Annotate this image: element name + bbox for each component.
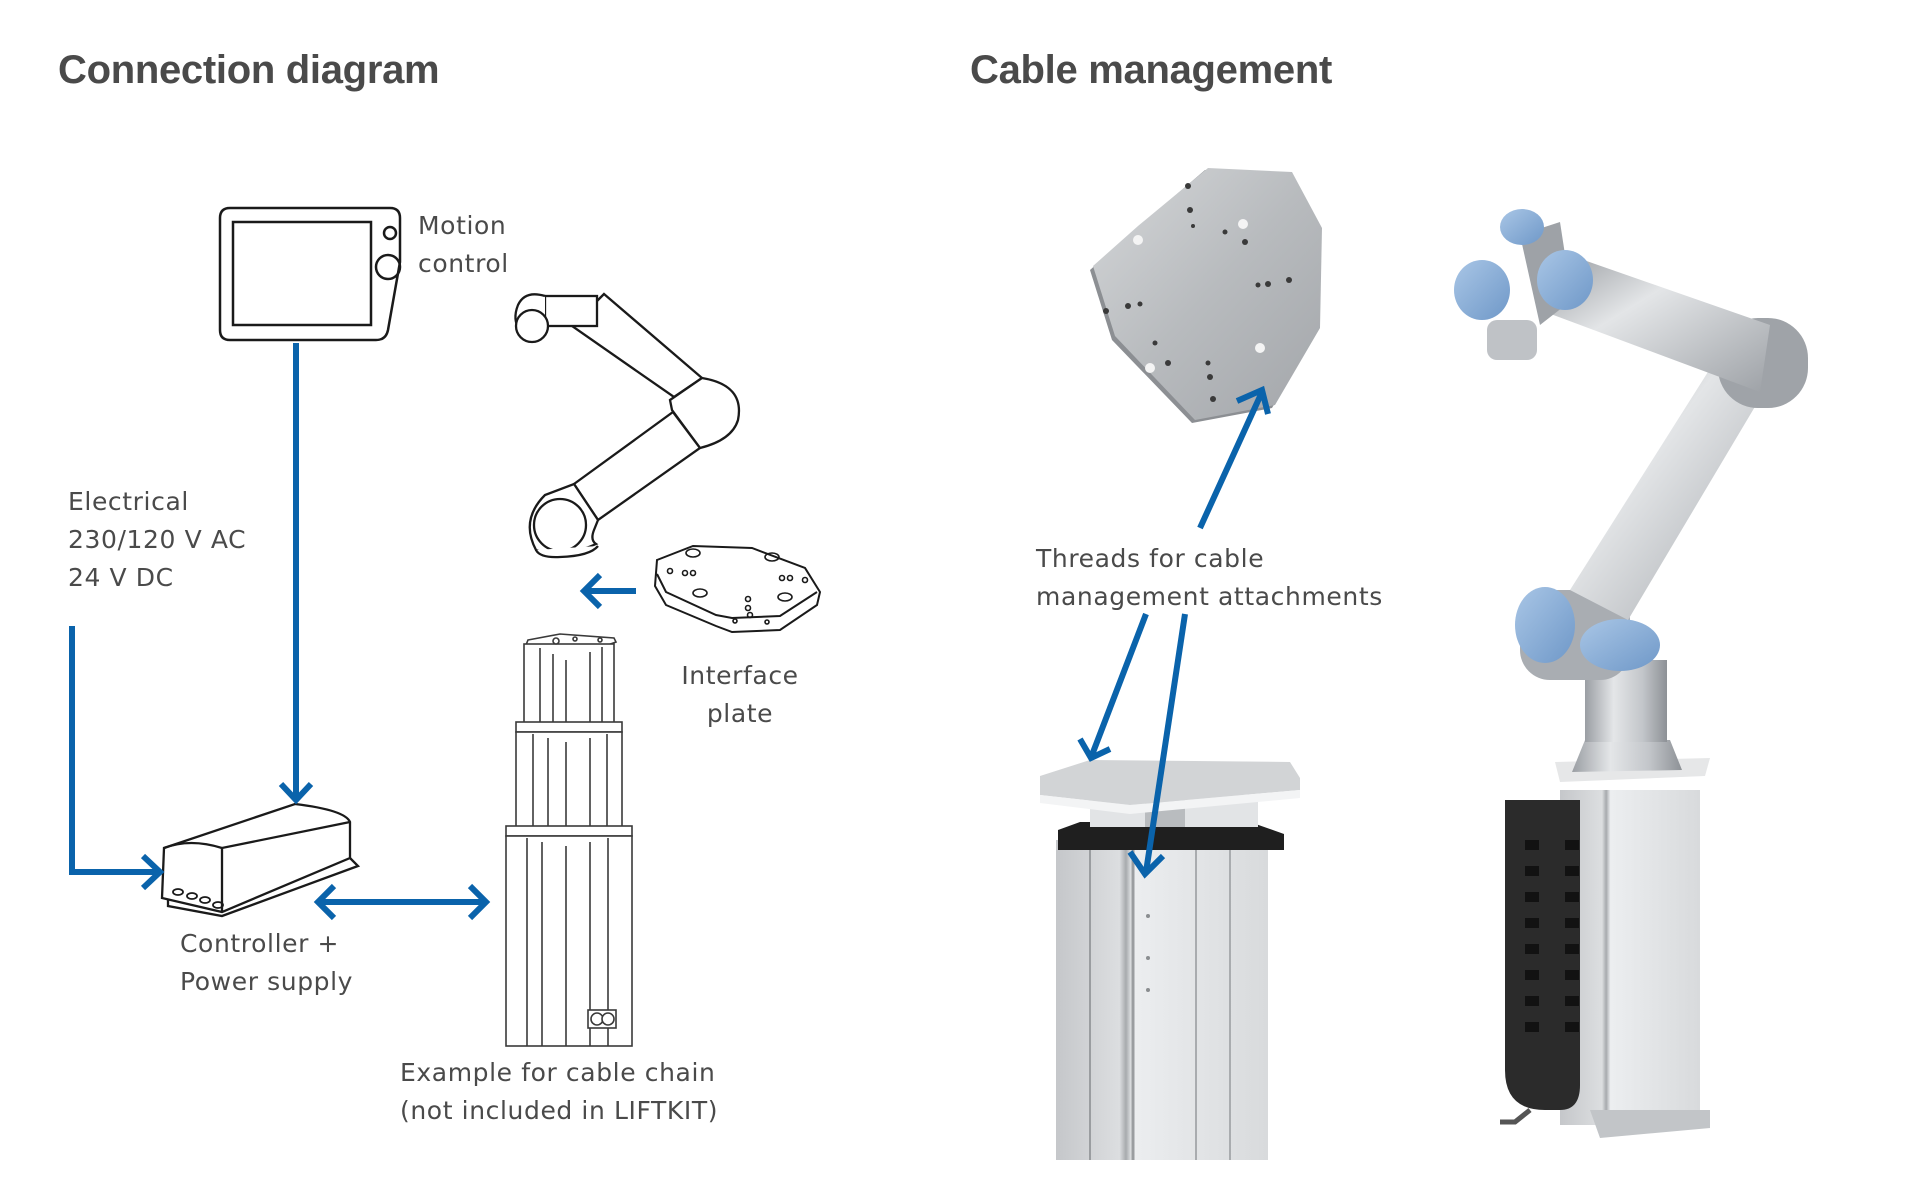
- arrow-to-column-thread: [1143, 613, 1188, 873]
- arrowhead-down-icon: [1127, 850, 1166, 879]
- interface-plate-label: Interface plate: [681, 661, 799, 728]
- lift-column-photo: [1040, 760, 1300, 1160]
- arrowhead-right-icon: [140, 853, 165, 891]
- arrow-to-plate-top: [1089, 612, 1149, 757]
- cable-chain-example-label: Example for cable chain (not included in…: [400, 1058, 719, 1125]
- motion-control-pendant-icon: [218, 206, 402, 342]
- cable-management-title: Cable management: [970, 48, 1332, 92]
- threads-label: Threads for cable management attachments: [1036, 544, 1383, 611]
- controller-box-outline-icon: [160, 802, 361, 918]
- interface-plate-photo: [1090, 168, 1322, 423]
- arrowhead-down-icon: [278, 781, 314, 805]
- arrowhead-down-icon: [1077, 737, 1112, 762]
- lift-column-outline-icon: [505, 633, 633, 1047]
- interface-plate-outline-icon: [653, 544, 822, 634]
- cable-chain-icon: [1505, 800, 1580, 1110]
- robot-on-lift-photo: [1454, 209, 1808, 1138]
- diagram-arrows: [69, 343, 636, 921]
- arrowhead-left-icon: [313, 883, 337, 921]
- motion-control-label: Motion control: [418, 211, 509, 278]
- controller-label: Controller + Power supply: [180, 929, 354, 996]
- arrow-electrical-to-controller: [69, 626, 158, 875]
- arrow-to-plate-underside: [1197, 390, 1265, 530]
- robot-arm-outline-icon: [514, 292, 741, 559]
- arrowhead-right-icon: [467, 883, 491, 921]
- arrowhead-left-icon: [579, 572, 603, 610]
- cable-management-arrows: [1077, 385, 1271, 879]
- electrical-label: Electrical 230/120 V AC 24 V DC: [68, 487, 247, 592]
- connection-diagram-title: Connection diagram: [58, 48, 440, 92]
- arrowhead-up-icon: [1235, 385, 1271, 415]
